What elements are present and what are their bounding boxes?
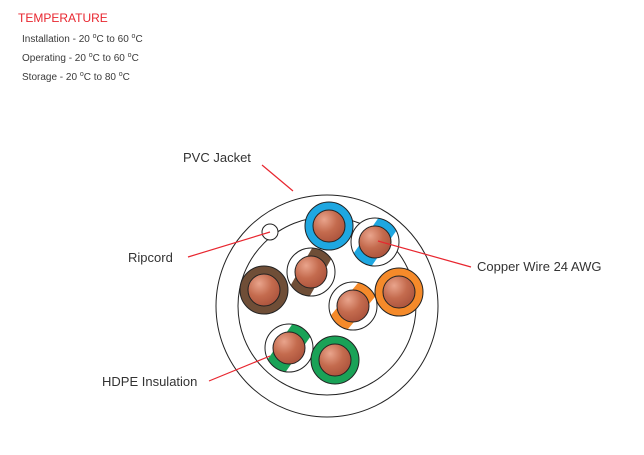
- temperature-spec: TEMPERATURE Installation - 20 oC to 60 o…: [18, 11, 143, 87]
- insulation-outline: [328, 281, 378, 331]
- insulation-outline: [264, 323, 314, 373]
- copper-conductor: [294, 255, 328, 289]
- label-hdpe-insulation: HDPE Insulation: [102, 374, 198, 389]
- copper-conductor: [336, 289, 370, 323]
- insulation-outline: [350, 217, 400, 267]
- label-pvc-jacket: PVC Jacket: [183, 150, 251, 165]
- spec-storage: Storage - 20 oC to 80 oC: [22, 71, 130, 83]
- label-copper-wire: Copper Wire 24 AWG: [477, 259, 602, 274]
- copper-conductor: [382, 275, 416, 309]
- copper-conductor: [247, 273, 281, 307]
- ripcord-leader: [187, 231, 271, 258]
- hdpe-insulation-leader: [208, 355, 271, 382]
- spec-operating: Operating - 20 oC to 60 oC: [22, 52, 139, 64]
- label-ripcord: Ripcord: [128, 250, 173, 265]
- wire-blue-striped: [350, 214, 400, 270]
- copper-wire-leader: [377, 240, 472, 268]
- wire-blue-solid: [304, 201, 354, 251]
- copper-conductor: [318, 343, 352, 377]
- wire-orange-striped: [327, 279, 379, 333]
- wire-brown-solid: [239, 265, 289, 315]
- wire-orange-solid: [374, 267, 424, 317]
- pvc-jacket-leader: [261, 164, 294, 192]
- wire-brown-striped: [286, 243, 336, 301]
- wire-green-striped: [264, 320, 314, 376]
- spec-installation: Installation - 20 oC to 60 oC: [22, 33, 143, 45]
- copper-conductor: [312, 209, 346, 243]
- insulation-outline: [286, 247, 336, 297]
- pvc-jacket-outer: [215, 194, 439, 418]
- wire-green-solid: [310, 335, 360, 385]
- copper-conductor: [358, 225, 392, 259]
- copper-conductor: [272, 331, 306, 365]
- temperature-title: TEMPERATURE: [18, 11, 108, 25]
